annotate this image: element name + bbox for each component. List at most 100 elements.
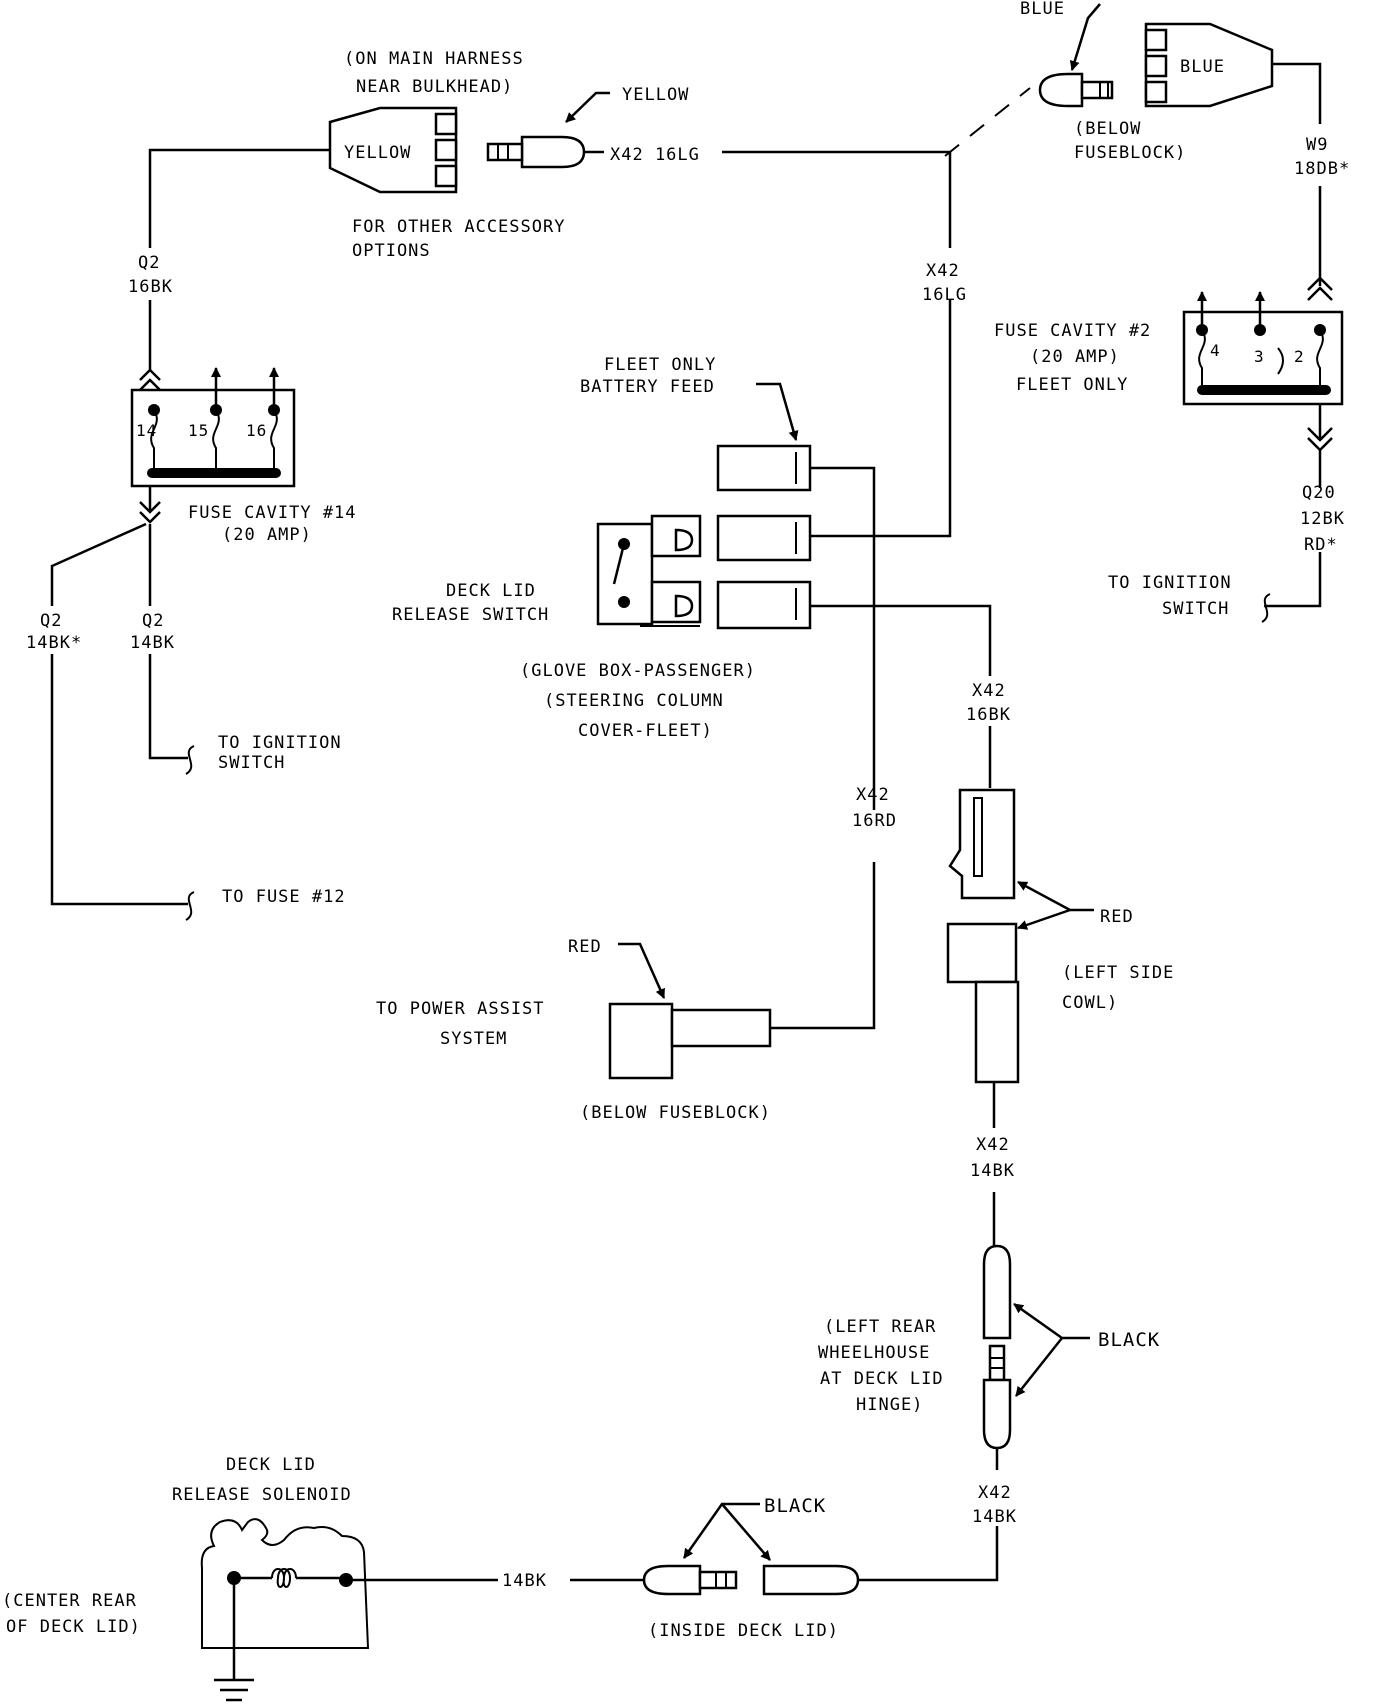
power-assist-connector	[608, 1002, 772, 1080]
label-q2-14bk-star-1: Q2	[40, 611, 62, 631]
label-power-assist-2: SYSTEM	[440, 1029, 507, 1049]
label-fuse-2-terminal-4: 4	[1210, 341, 1221, 360]
label-fuse-2-terminal-2: 2	[1294, 347, 1305, 366]
red-arrow-left	[618, 942, 666, 999]
label-accessory-1: FOR OTHER ACCESSORY	[352, 217, 565, 237]
label-w9-1: W9	[1306, 135, 1328, 155]
label-wire-14bk: 14BK	[502, 1571, 547, 1591]
label-fuse-14-terminal-16: 16	[246, 421, 267, 440]
red-connector-cowl-lower	[946, 922, 1020, 1084]
label-glovebox-1: (GLOVE BOX-PASSENGER)	[520, 661, 756, 681]
label-below-fuseblock-top-1: (BELOW	[1074, 119, 1141, 139]
wire-x42-16bk	[810, 604, 992, 676]
label-x42-16lg-horizontal: X42 16LG	[610, 145, 700, 165]
label-ignition-right-1: TO IGNITION	[1108, 573, 1232, 593]
black-connector-wheelhouse-upper	[982, 1244, 1012, 1340]
label-wheelhouse-2: WHEELHOUSE	[818, 1343, 930, 1363]
label-cowl-1: (LEFT SIDE	[1062, 963, 1174, 983]
label-q20-1: Q20	[1302, 483, 1336, 503]
label-q20-2: 12BK	[1300, 509, 1345, 529]
label-x42-16bk-2: 16BK	[966, 705, 1011, 725]
black-connector-decklid-left	[642, 1564, 738, 1596]
label-x42-14bk-lower-1: X42	[978, 1483, 1012, 1503]
label-fuse-cavity-14-amp: (20 AMP)	[222, 525, 312, 545]
label-red-left: RED	[568, 937, 602, 957]
label-deck-lid-switch-2: RELEASE SWITCH	[392, 605, 549, 625]
label-x42-14bk-upper-2: 14BK	[970, 1161, 1015, 1181]
label-black-bottom: BLACK	[764, 1495, 826, 1517]
label-deck-lid-switch-1: DECK LID	[446, 581, 536, 601]
label-x42-14bk-upper-1: X42	[976, 1135, 1010, 1155]
label-ignition-left-2: SWITCH	[218, 753, 285, 773]
label-fuse-cavity-2-title: FUSE CAVITY #2	[994, 321, 1151, 341]
label-q2-16bk-1: Q2	[138, 253, 160, 273]
red-connector-cowl-upper	[948, 788, 1016, 900]
yellow-arrow	[565, 91, 610, 123]
black-connector-wheelhouse-lower	[982, 1344, 1012, 1450]
label-fuse-2-terminal-3: 3	[1254, 347, 1265, 366]
label-q2-14bk-2: 14BK	[130, 633, 175, 653]
black-arrow-bottom	[682, 1502, 760, 1559]
label-solenoid-1: DECK LID	[226, 1455, 316, 1475]
label-cowl-2: COWL)	[1062, 993, 1118, 1013]
label-center-rear-1: (CENTER REAR	[2, 1591, 137, 1611]
label-glovebox-3: COVER-FLEET)	[578, 721, 713, 741]
fleet-battery-feed-connector	[716, 444, 812, 492]
label-fuse-cavity-14-title: FUSE CAVITY #14	[188, 503, 357, 523]
wire-q2-16bk	[148, 148, 330, 248]
wire-w9	[1272, 62, 1322, 124]
yellow-plug	[486, 135, 604, 169]
deck-lid-release-switch	[596, 514, 702, 627]
label-accessory-2: OPTIONS	[352, 241, 431, 261]
label-center-rear-2: OF DECK LID)	[6, 1617, 141, 1637]
label-x42-16lg-vertical-2: 16LG	[922, 285, 967, 305]
switch-connector-bottom	[716, 580, 812, 630]
label-below-fuseblock-top-2: FUSEBLOCK)	[1074, 143, 1186, 163]
label-ignition-right-2: SWITCH	[1162, 599, 1229, 619]
label-fuse-14-terminal-15: 15	[188, 421, 209, 440]
label-q2-16bk-2: 16BK	[128, 277, 173, 297]
label-glovebox-2: (STEERING COLUMN	[544, 691, 724, 711]
label-wheelhouse-4: HINGE)	[856, 1395, 923, 1415]
switch-connector-middle	[716, 514, 812, 562]
label-to-fuse-12: TO FUSE #12	[222, 887, 346, 907]
red-arrow-right	[1017, 880, 1094, 912]
deck-lid-release-solenoid	[200, 1518, 370, 1702]
label-q2-14bk-1: Q2	[142, 611, 164, 631]
label-x42-16rd-1: X42	[856, 785, 890, 805]
label-q2-14bk-star-2: 14BK*	[26, 633, 82, 653]
blue-arrow	[1069, 3, 1101, 71]
label-q20-3: RD*	[1304, 535, 1338, 555]
label-red-right: RED	[1100, 907, 1134, 927]
fuse-cavity-2	[1182, 276, 1344, 452]
label-blue-connector: BLUE	[1180, 57, 1225, 77]
label-ignition-left-1: TO IGNITION	[218, 733, 342, 753]
label-fleet-feed-2: BATTERY FEED	[580, 377, 715, 397]
label-x42-16lg-vertical-1: X42	[926, 261, 960, 281]
label-main-harness-1: (ON MAIN HARNESS	[344, 49, 524, 69]
wire-x42-16rd	[810, 466, 876, 810]
blue-plug	[1038, 72, 1114, 108]
label-fleet-feed-1: FLEET ONLY	[604, 355, 716, 375]
label-wheelhouse-1: (LEFT REAR	[824, 1317, 936, 1337]
label-fuse-14-terminal-14: 14	[136, 421, 157, 440]
label-wheelhouse-3: AT DECK LID	[820, 1369, 944, 1389]
fleet-feed-arrow	[756, 382, 799, 441]
label-yellow-connector: YELLOW	[344, 143, 411, 163]
label-black-right: BLACK	[1098, 1329, 1160, 1351]
label-w9-2: 18DB*	[1294, 159, 1350, 179]
label-fuse-cavity-2-fleet: FLEET ONLY	[1016, 375, 1128, 395]
label-fuse-cavity-2-amp: (20 AMP)	[1030, 347, 1120, 367]
label-blue-top: BLUE	[1020, 0, 1065, 19]
dashed-link	[944, 87, 1031, 157]
label-x42-16bk-1: X42	[972, 681, 1006, 701]
label-main-harness-2: NEAR BULKHEAD)	[356, 77, 513, 97]
wire-q2-14bk-star	[50, 522, 147, 606]
black-connector-decklid-right	[762, 1564, 860, 1596]
label-inside-deck-lid: (INSIDE DECK LID)	[648, 1621, 839, 1641]
blue-connector	[1144, 22, 1274, 108]
label-power-assist-1: TO POWER ASSIST	[376, 999, 545, 1019]
label-yellow-arrow: YELLOW	[622, 85, 689, 105]
